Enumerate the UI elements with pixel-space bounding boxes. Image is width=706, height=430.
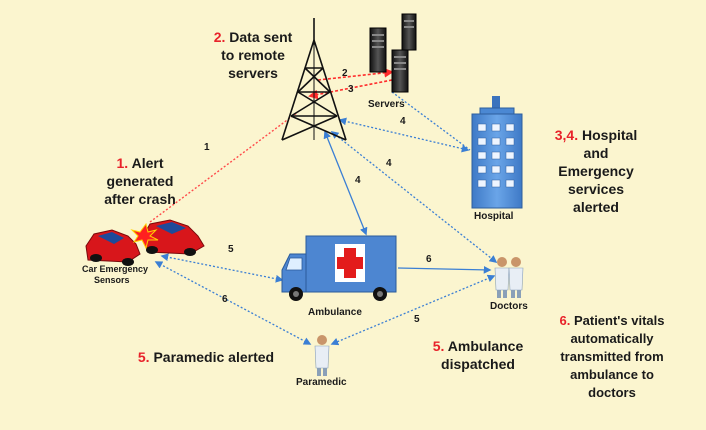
step-1-text: 1. Alert generated after crash [104, 155, 176, 207]
hospital-label: Hospital [474, 211, 514, 222]
svg-text:6. Patient's vitals: 6. Patient's vitals [560, 313, 665, 328]
step-text: dispatched [441, 356, 515, 372]
link-number: 6 [426, 254, 432, 265]
step-text: Patient's vitals [574, 313, 665, 328]
step-text: Alert [132, 155, 164, 171]
step-text: Data sent [229, 29, 292, 45]
link-number: 6 [222, 294, 228, 305]
link-number: 4 [386, 158, 392, 169]
svg-text:5. Ambulance: 5. Ambulance [433, 338, 524, 354]
step-text: generated [107, 173, 174, 189]
link-number: 3 [348, 84, 354, 95]
link-tower-server-a [317, 68, 394, 81]
step-text: servers [228, 65, 278, 81]
link-number: 1 [204, 142, 210, 153]
step-text: Emergency [558, 163, 634, 179]
link-car-paramedic [154, 261, 312, 345]
link-tower-server-b [308, 79, 393, 100]
link-numbers: 1 2 3 4 4 4 5 6 6 5 [204, 68, 432, 325]
ambulance-label: Ambulance [308, 307, 362, 318]
step-text: Paramedic alerted [153, 349, 274, 365]
step-text: services [568, 181, 624, 197]
step-5b-text: 5. Ambulance dispatched [433, 338, 524, 372]
link-car-tower [149, 111, 299, 223]
link-doctors-paramedic [330, 274, 496, 346]
link-server-hospital [391, 91, 471, 151]
step-number: 6. [560, 313, 571, 328]
step-6-text: 6. Patient's vitals automatically transm… [560, 313, 665, 400]
servers-icon [369, 13, 417, 93]
svg-text:2. Data sent: 2. Data sent [214, 29, 293, 45]
links [149, 68, 498, 346]
car-label: Car Emergency [82, 264, 148, 274]
svg-text:5. Paramedic alerted: 5. Paramedic alerted [138, 349, 274, 365]
svg-text:3,4. Hospital: 3,4. Hospital [555, 127, 637, 143]
servers-label: Servers [368, 99, 405, 110]
link-number: 4 [355, 175, 361, 186]
step-34-text: 3,4. Hospital and Emergency services ale… [555, 127, 637, 215]
step-text: Ambulance [448, 338, 524, 354]
paramedic-label: Paramedic [296, 377, 347, 388]
link-number: 5 [414, 314, 420, 325]
step-number: 5. [138, 349, 150, 365]
ambulance-icon [281, 235, 397, 301]
step-text: transmitted from [560, 349, 663, 364]
doctors-label: Doctors [490, 301, 528, 312]
step-text: doctors [588, 385, 636, 400]
step-text: automatically [570, 331, 654, 346]
step-text: to remote [221, 47, 285, 63]
car-icon [85, 229, 141, 266]
step-text: after crash [104, 191, 176, 207]
car-icon [141, 219, 205, 256]
cell-tower-icon [281, 18, 347, 141]
paramedic-icon [314, 335, 330, 376]
step-number: 1. [117, 155, 129, 171]
step-2-text: 2. Data sent to remote servers [214, 29, 293, 81]
step-text: ambulance to [570, 367, 654, 382]
link-car-ambulance [160, 253, 284, 283]
hospital-icon [471, 96, 523, 209]
step-number: 2. [214, 29, 226, 45]
svg-text:1. Alert: 1. Alert [117, 155, 164, 171]
link-ambulance-doctors [397, 265, 492, 274]
link-number: 5 [228, 244, 234, 255]
step-text: Hospital [582, 127, 637, 143]
doctors-icon [494, 257, 524, 298]
link-number: 4 [400, 116, 406, 127]
step-text: alerted [573, 199, 619, 215]
link-number: 2 [342, 68, 348, 79]
step-number: 5. [433, 338, 445, 354]
step-5a-text: 5. Paramedic alerted [138, 349, 274, 365]
crash-burst-icon [130, 222, 159, 250]
step-number: 3,4. [555, 127, 578, 143]
car-label: Sensors [94, 275, 130, 285]
step-text: and [584, 145, 609, 161]
link-tower-doctors [330, 131, 498, 263]
